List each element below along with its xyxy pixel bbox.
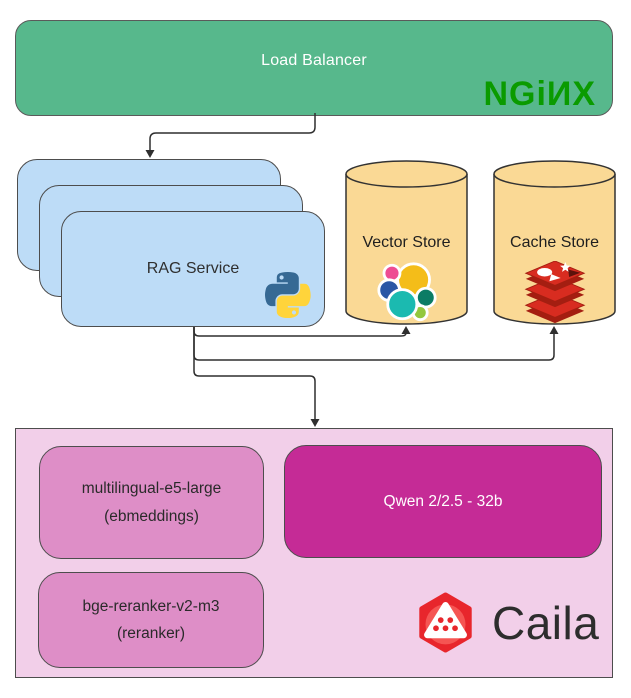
caila-icon [419, 592, 472, 653]
embeddings-model-role: (ebmeddings) [104, 507, 199, 525]
redis-icon [524, 261, 585, 324]
arrow-rag-to-cache [193, 327, 555, 361]
llm-model-node: Qwen 2/2.5 - 32b [284, 445, 602, 558]
rag-service-label: RAG Service [146, 260, 240, 277]
llm-model-name: Qwen 2/2.5 - 32b [383, 492, 503, 510]
embeddings-model-node: multilingual-e5-large (ebmeddings) [39, 446, 264, 559]
rag-service-node: RAG Service [61, 211, 325, 327]
reranker-model-node: bge-reranker-v2-m3 (reranker) [38, 572, 264, 668]
cylinder-shape [345, 160, 468, 325]
caila-brand: Caila [414, 592, 599, 653]
nginx-logo: NGiИX [483, 75, 596, 113]
cache-store-node: Cache Store [493, 160, 616, 325]
arrow-rag-to-platform [193, 327, 316, 420]
reranker-model-role: (reranker) [116, 625, 186, 642]
python-icon [265, 272, 311, 318]
caila-brand-name: Caila [492, 596, 600, 649]
vector-store-label: Vector Store [362, 234, 451, 251]
caila-platform-container: multilingual-e5-large (ebmeddings) Qwen … [15, 428, 613, 678]
elasticsearch-icon [376, 262, 437, 322]
arrow-rag-to-vector [193, 327, 407, 337]
arrow-lb-to-rag [149, 113, 316, 151]
embeddings-model-name: multilingual-e5-large [81, 480, 222, 498]
load-balancer-node: Load Balancer NGiИX [15, 20, 613, 116]
reranker-model-name: bge-reranker-v2-m3 [82, 597, 220, 615]
cylinder-shape [493, 160, 616, 325]
load-balancer-label: Load Balancer [261, 52, 367, 69]
vector-store-node: Vector Store [345, 160, 468, 325]
cache-store-label: Cache Store [510, 234, 599, 251]
